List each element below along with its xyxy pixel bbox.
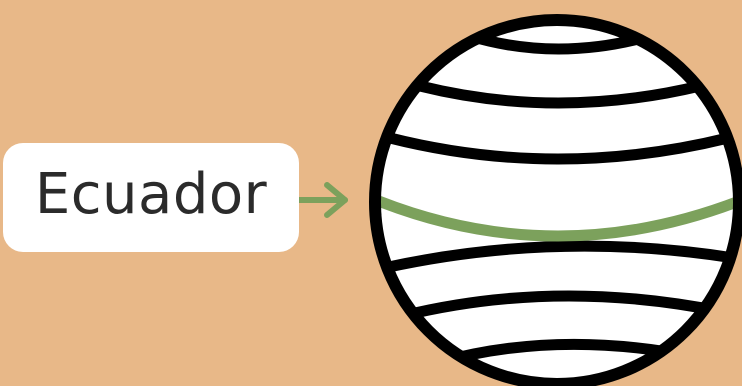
label-box: Ecuador bbox=[3, 143, 299, 252]
globe-icon bbox=[375, 20, 742, 384]
equator-label: Ecuador bbox=[35, 167, 267, 229]
